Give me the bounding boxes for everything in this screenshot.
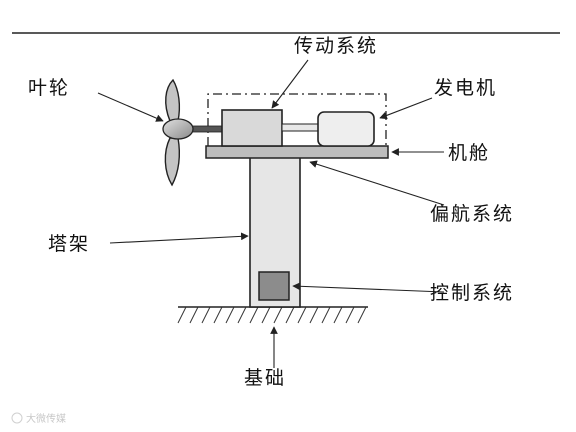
blade-lower [164,137,181,187]
label-yaw: 偏航系统 [430,203,514,225]
leader-arrows [97,59,445,368]
blade-upper [165,78,181,122]
generator-body [317,111,375,147]
arrow-blades [97,92,164,122]
arrow-generator [379,97,433,120]
rotor-hub [162,118,194,140]
arrow-transmission [271,59,309,109]
coupling-shaft [281,123,319,132]
nacelle-platform [205,145,389,159]
label-nacelle: 机舱 [448,142,490,164]
transmission-box [221,109,283,147]
arrow-control [292,282,445,293]
rotor [162,78,194,187]
arrow-yaw [309,160,445,206]
ground-foundation [177,306,368,324]
arrow-tower [109,232,249,244]
nacelle-cover-outline [207,93,387,146]
label-blades: 叶轮 [28,77,70,99]
label-control: 控制系统 [430,282,514,304]
label-generator: 发电机 [434,77,497,99]
label-transmission: 传动系统 [294,35,378,57]
label-foundation: 基础 [244,367,286,389]
watermark: 大微传媒 [11,412,66,425]
watermark-text: 大微传媒 [26,412,66,425]
label-tower: 塔架 [48,233,90,255]
watermark-icon [11,412,23,424]
control-system-box [258,271,290,301]
